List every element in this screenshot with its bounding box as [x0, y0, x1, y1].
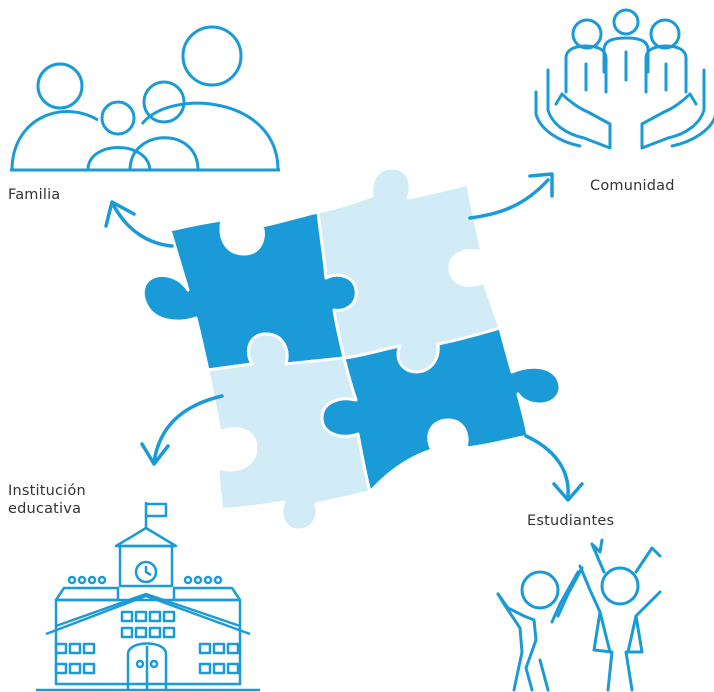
arrow-to-institucion — [140, 394, 224, 466]
arrow-to-comunidad — [468, 172, 554, 220]
label-estudiantes: Estudiantes — [527, 513, 615, 529]
label-institucion-educativa: Institución educativa — [8, 482, 128, 518]
puzzle-icon — [141, 166, 562, 532]
community-hands-icon — [534, 8, 714, 150]
puzzle-piece-bottom-right — [320, 326, 562, 494]
arrow-to-familia — [104, 200, 174, 248]
family-icon — [10, 25, 280, 172]
label-institucion-line2: educativa — [8, 501, 82, 517]
label-institucion-line1: Institución — [8, 483, 86, 499]
connector-arrows — [104, 172, 584, 502]
label-familia: Familia — [8, 187, 61, 203]
arrow-to-estudiantes — [524, 434, 584, 502]
label-comunidad: Comunidad — [590, 178, 675, 194]
school-building-icon — [36, 502, 260, 692]
students-celebrating-icon — [496, 538, 662, 692]
